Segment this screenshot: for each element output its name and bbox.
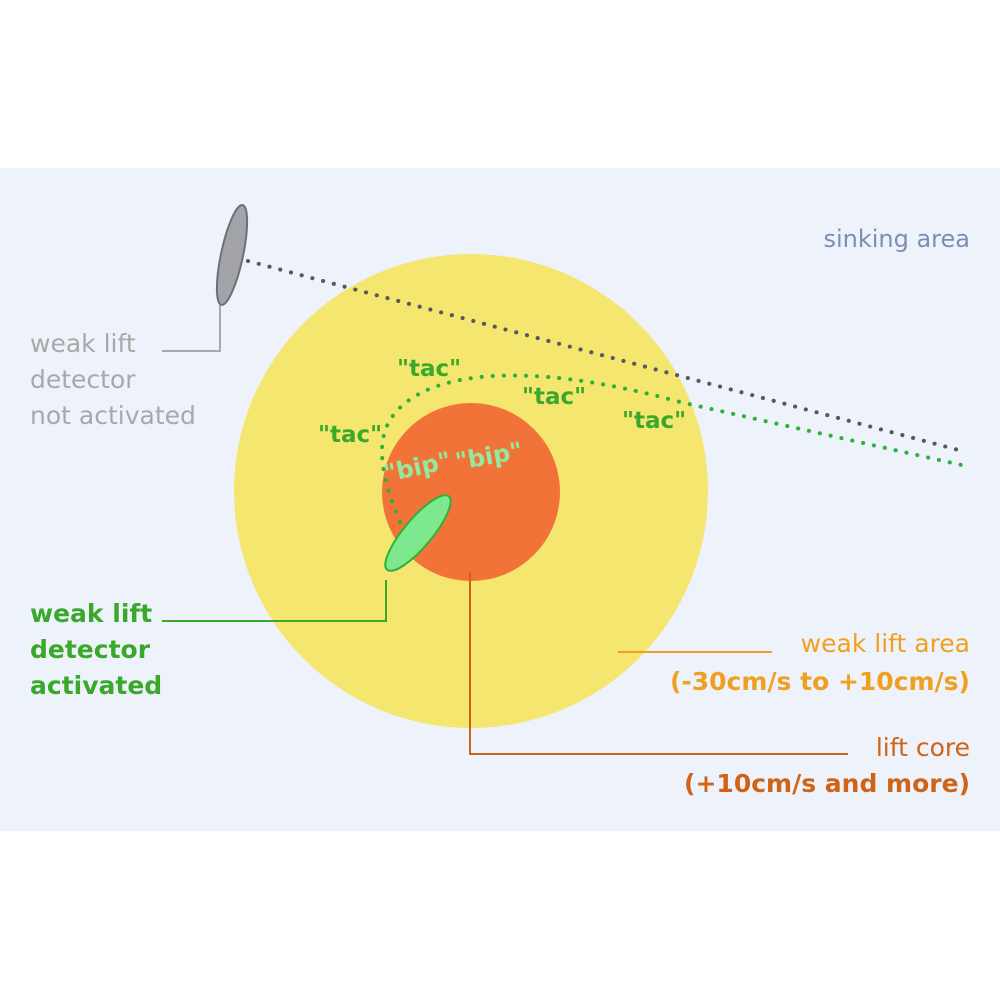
detector-on-label-line-2: detector [30,635,151,664]
tac-sound-label-2: "tac" [318,422,382,448]
detector-off-label-line-2: detector [30,365,136,394]
weak-lift-area-label: weak lift area [801,629,970,658]
detector-off-label-line-3: not activated [30,401,196,430]
sinking-area-label: sinking area [823,225,970,253]
active-detector-leader [162,580,387,622]
weak-lift-area-range: (-30cm/s to +10cm/s) [670,667,970,696]
detector-on-label-line-1: weak lift [30,599,152,628]
lift-core-leader [469,572,848,755]
tac-sound-label-3: "tac" [522,384,586,410]
inactive-detector-leader [162,305,221,352]
tac-sound-label-1: "tac" [397,356,461,382]
detector-on-label-line-3: activated [30,671,162,700]
detector-off-label-line-1: weak lift [30,329,136,358]
tac-sound-label-4: "tac" [622,408,686,434]
active-detector-icon [384,494,452,572]
lift-core-label: lift core [876,733,970,762]
lift-core-range: (+10cm/s and more) [684,769,970,798]
inactive-detector-icon [215,204,249,306]
inactive-flight-path [246,259,968,454]
